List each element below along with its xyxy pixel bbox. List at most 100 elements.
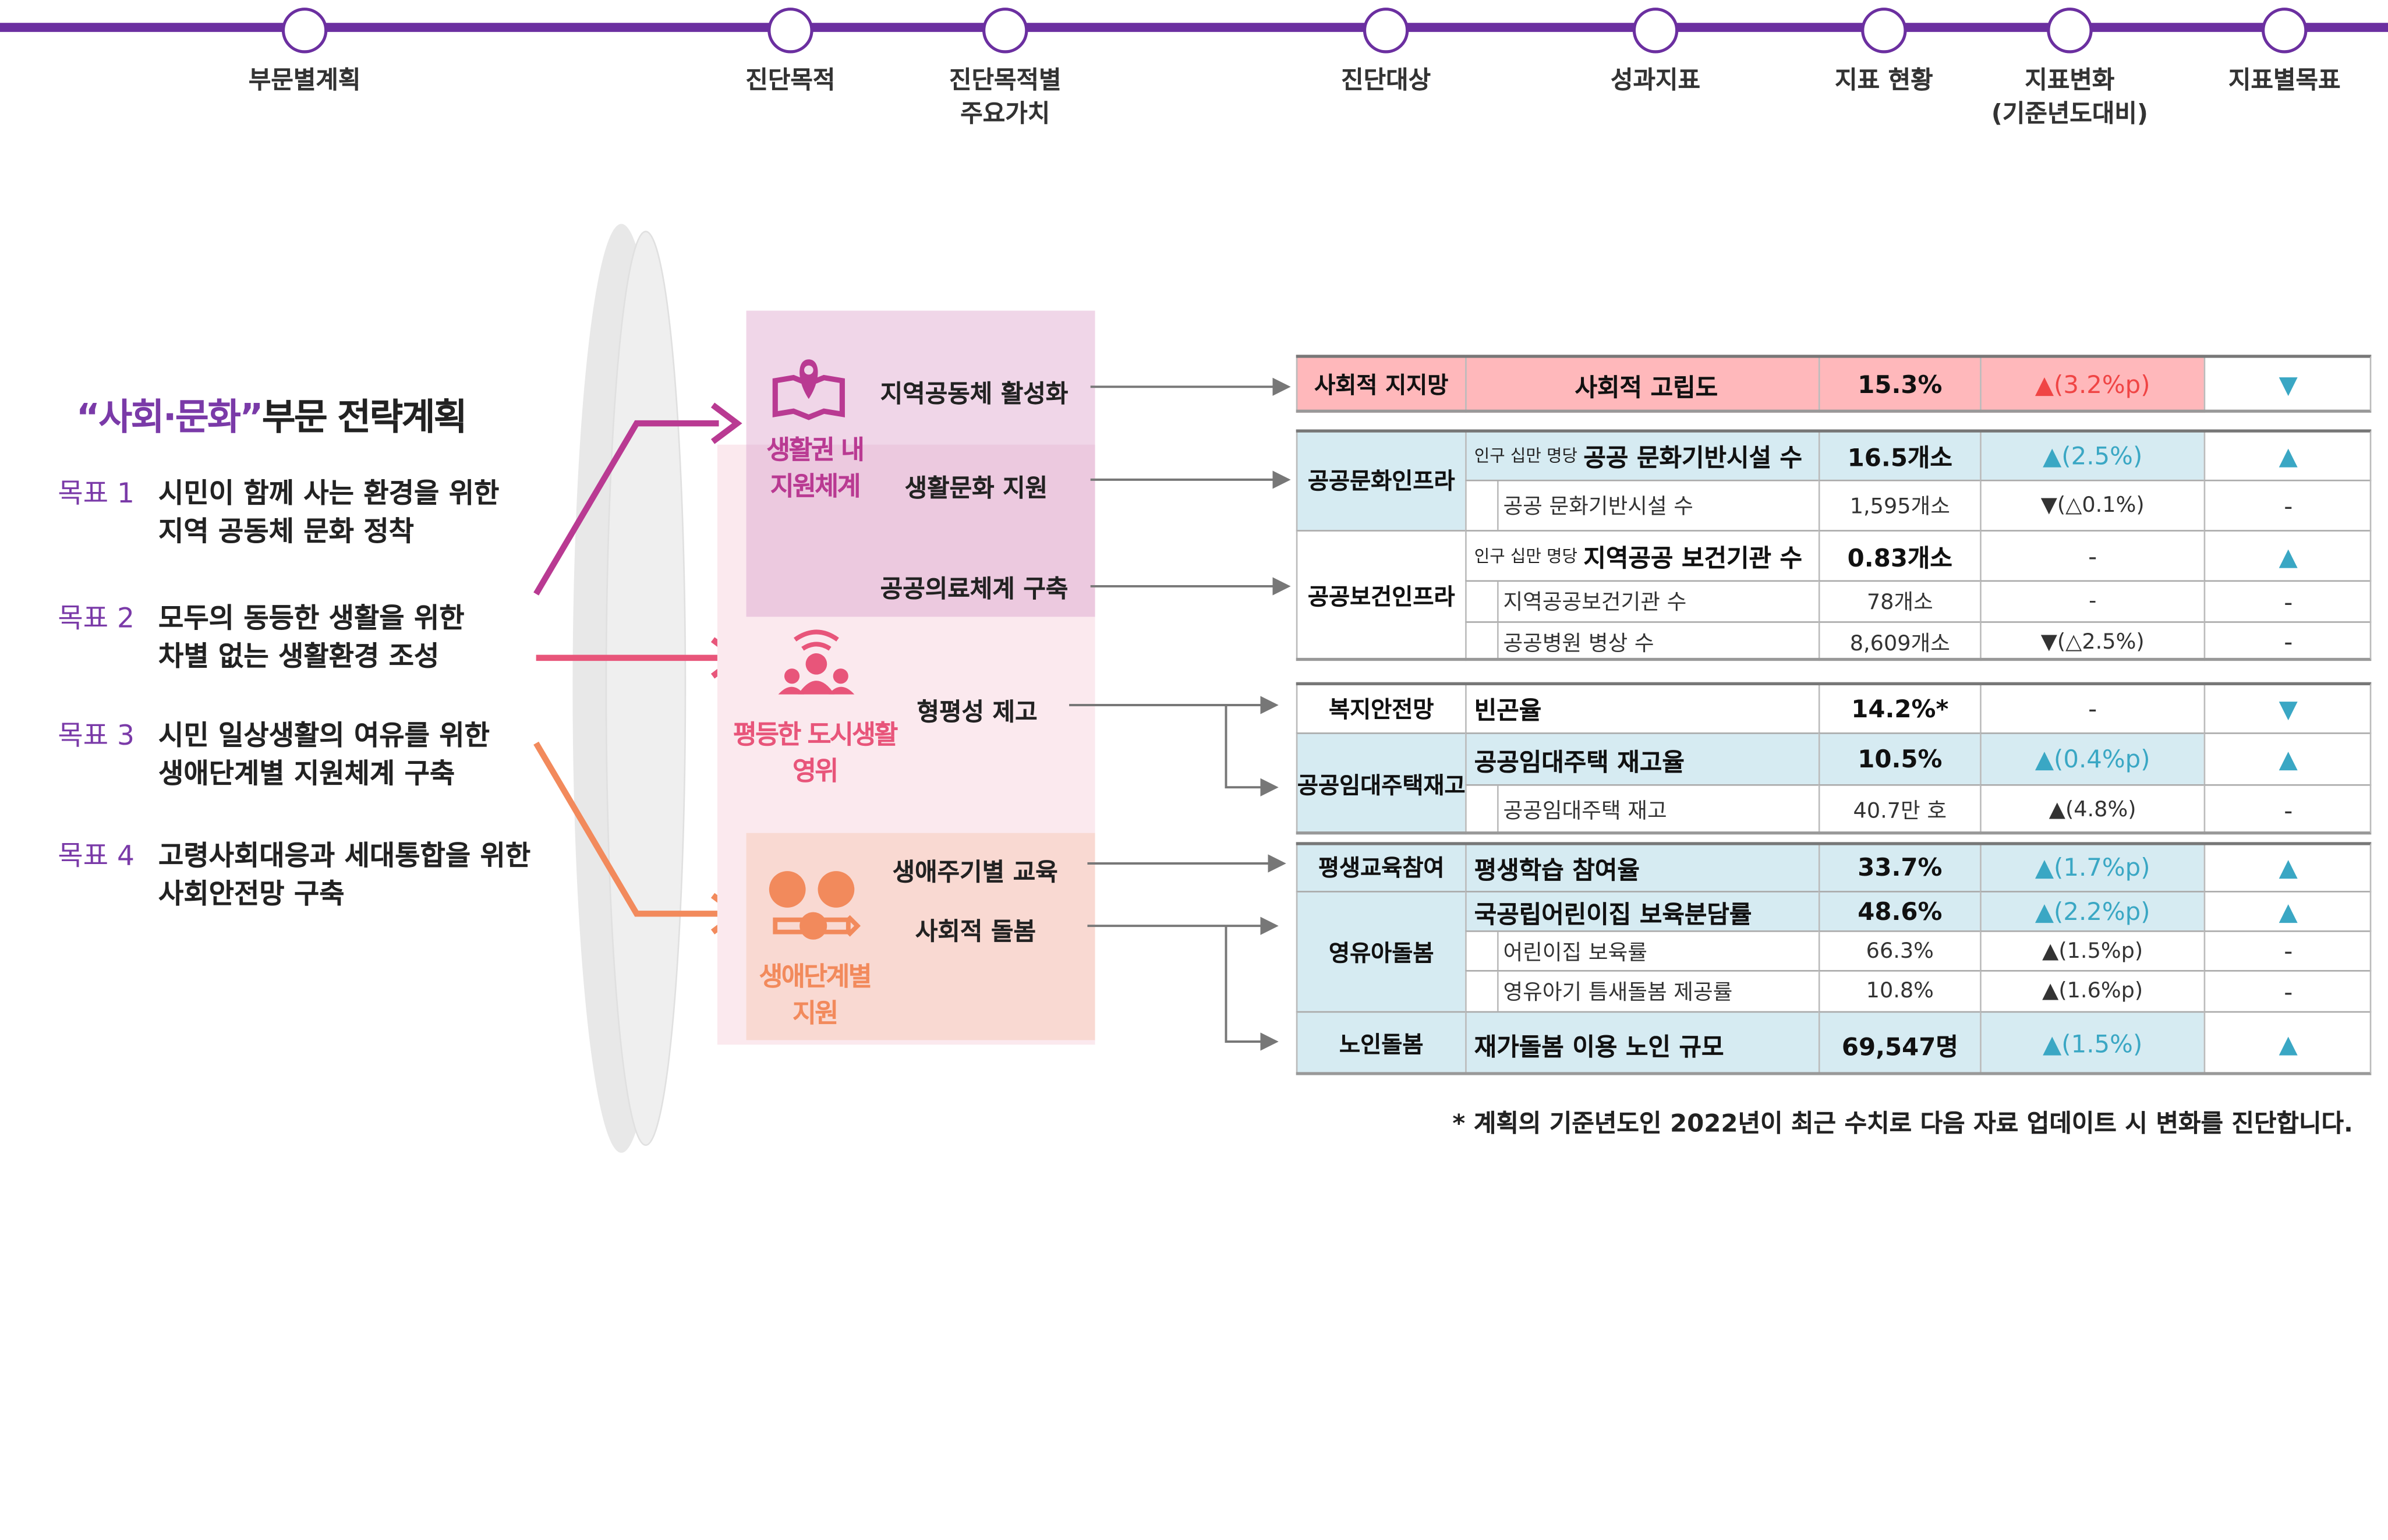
item-equity: 형평성 제고 — [917, 697, 1038, 727]
change-cell: ▼(△0.1%) — [1980, 479, 2204, 530]
timeline-node — [2047, 8, 2093, 54]
indicator-prefix: 인구 십만 명당 — [1474, 446, 1577, 466]
target-cell: - — [2203, 930, 2372, 971]
goal-number: 목표 4 — [58, 840, 135, 873]
indicator-label: 공공 문화기반시설 수 — [1503, 495, 1693, 519]
current-value-cell: 8,609개소 — [1818, 621, 1980, 661]
footnote: * 계획의 기준년도인 2022년이 최근 수치로 다음 자료 업데이트 시 변… — [1452, 1109, 2353, 1138]
change-cell: ▲(1.6%p) — [1980, 970, 2204, 1011]
target-cell: - — [2203, 621, 2372, 661]
page-title: “사회·문화”부문 전략계획 — [76, 387, 468, 440]
goal-number: 목표 1 — [58, 478, 135, 511]
indicator-cell: 어린이집 보육률 — [1465, 930, 1819, 971]
indicator-cell: 영유아기 틈새돌봄 제공률 — [1465, 970, 1819, 1011]
current-value-cell: 40.7만 호 — [1818, 784, 1980, 835]
indicator-label: 빈곤율 — [1474, 696, 1542, 725]
target-cell: ▲ — [2203, 530, 2372, 580]
change-cell: ▲(0.4%p) — [1980, 732, 2204, 784]
goal-text: 시민이 함께 사는 환경을 위한 지역 공동체 문화 정착 — [158, 478, 500, 548]
indicator-cell: 공공병원 병상 수 — [1465, 621, 1819, 661]
indicator-label: 지역공공보건기관 수 — [1503, 590, 1687, 615]
indicator-cell: 사회적 고립도 — [1465, 355, 1819, 413]
item-social-care: 사회적 돌봄 — [915, 916, 1036, 946]
item-public-health: 공공의료체계 구축 — [880, 574, 1069, 603]
target-cell: ▲ — [2203, 891, 2372, 931]
change-cell: - — [1980, 530, 2204, 580]
life-stage-icon — [769, 871, 861, 940]
goal-3: 목표 3 시민 일상생활의 여유를 위한 생애단계별 지원체계 구축 — [58, 717, 490, 794]
goal-4: 목표 4 고령사회대응과 세대통합을 위한 사회안전망 구축 — [58, 838, 530, 914]
indicator-label: 재가돌봄 이용 노인 규모 — [1474, 1032, 1724, 1061]
current-value-cell: 69,547명 — [1818, 1011, 1980, 1075]
map-pin-icon — [772, 359, 845, 420]
change-cell: ▲(1.7%p) — [1980, 842, 2204, 891]
change-cell: ▲(1.5%p) — [1980, 930, 2204, 971]
target-cell: - — [2203, 784, 2372, 835]
goal-number: 목표 2 — [58, 603, 135, 635]
quote-open: “ — [76, 396, 100, 439]
current-value-cell: 66.3% — [1818, 930, 1980, 971]
target-cell: ▲ — [2203, 1011, 2372, 1075]
value-caption-lifestage: 생애단계별 지원 — [759, 962, 872, 1030]
change-cell: ▲(3.2%p) — [1980, 355, 2204, 413]
value-box-lifestage — [746, 833, 1095, 1040]
item-living-culture: 생활문화 지원 — [904, 473, 1048, 503]
current-value-cell: 48.6% — [1818, 891, 1980, 931]
current-value-cell: 33.7% — [1818, 842, 1980, 891]
timeline-node — [2262, 8, 2308, 54]
change-cell: ▲(4.8%) — [1980, 784, 2204, 835]
target-cell: ▼ — [2203, 682, 2372, 733]
indicator-prefix: 인구 십만 명당 — [1474, 546, 1577, 567]
indent-divider — [1497, 932, 1499, 971]
indent-divider — [1497, 785, 1499, 835]
box-overlap — [746, 444, 1095, 617]
change-cell: - — [1980, 682, 2204, 733]
indicator-cell: 공공 문화기반시설 수 — [1465, 479, 1819, 530]
title-main: 사회·문화 — [98, 396, 240, 439]
indent-divider — [1497, 582, 1499, 622]
timeline-step-label: 지표변화 (기준년도대비) — [1991, 65, 2149, 128]
indicator-cell: 재가돌봄 이용 노인 규모 — [1465, 1011, 1819, 1075]
category-cell: 평생교육참여 — [1296, 842, 1466, 891]
current-value-cell: 1,595개소 — [1818, 479, 1980, 530]
category-cell: 복지안전망 — [1296, 682, 1466, 733]
community-people-icon — [778, 629, 855, 695]
target-cell: - — [2203, 479, 2372, 530]
goal-text: 고령사회대응과 세대통합을 위한 사회안전망 구축 — [158, 840, 531, 911]
category-cell: 영유아돌봄 — [1296, 891, 1466, 1011]
indent-divider — [1497, 971, 1499, 1011]
indicator-label: 지역공공 보건기관 수 — [1583, 543, 1803, 573]
item-community: 지역공동체 활성화 — [880, 379, 1069, 408]
current-value-cell: 10.8% — [1818, 970, 1980, 1011]
timeline-step-label: 지표 현황 — [1835, 65, 1933, 95]
indicator-label: 영유아기 틈새돌봄 제공률 — [1503, 980, 1733, 1006]
current-value-cell: 10.5% — [1818, 732, 1980, 784]
category-cell: 노인돌봄 — [1296, 1011, 1466, 1075]
indent-divider — [1497, 622, 1499, 661]
change-cell: - — [1980, 580, 2204, 622]
goal-number: 목표 3 — [58, 720, 135, 753]
timeline-node — [281, 8, 328, 54]
current-value-cell: 16.5개소 — [1818, 429, 1980, 480]
timeline-node — [1861, 8, 1907, 54]
timeline-node — [767, 8, 813, 54]
indicator-cell: 공공임대주택 재고율 — [1465, 732, 1819, 784]
current-value-cell: 78개소 — [1818, 580, 1980, 622]
timeline-step-label: 성과지표 — [1611, 65, 1701, 95]
current-value-cell: 14.2%* — [1818, 682, 1980, 733]
indicator-label: 공공임대주택 재고율 — [1474, 746, 1685, 776]
indent-divider — [1497, 481, 1499, 530]
timeline-node — [1363, 8, 1409, 54]
timeline-step-label: 진단대상 — [1341, 65, 1431, 95]
timeline-step-label: 부문별계획 — [248, 65, 361, 95]
value-caption-local: 생활권 내 지원체계 — [766, 436, 865, 503]
target-cell: - — [2203, 970, 2372, 1011]
change-cell: ▲(1.5%) — [1980, 1011, 2204, 1075]
quote-close: ” — [239, 396, 263, 439]
timeline-step-label: 진단목적 — [745, 65, 836, 95]
target-cell: ▲ — [2203, 842, 2372, 891]
goal-text: 시민 일상생활의 여유를 위한 생애단계별 지원체계 구축 — [158, 720, 490, 791]
